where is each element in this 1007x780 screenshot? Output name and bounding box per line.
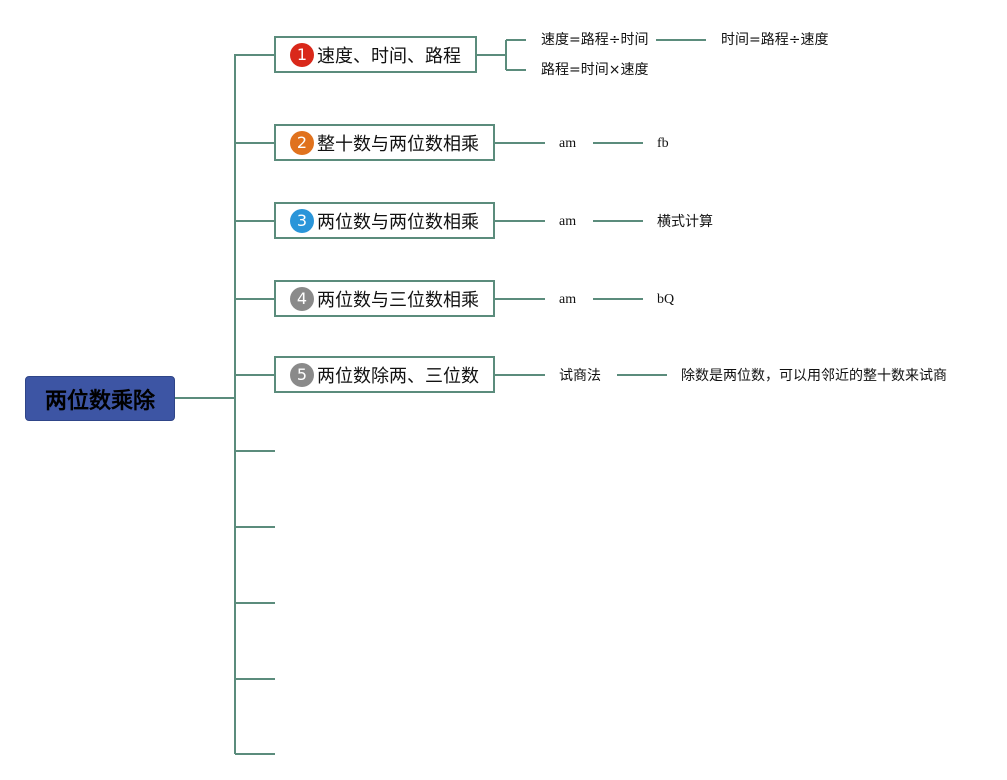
leaf-trial-quotient-rule[interactable]: 除数是两位数，可以用邻近的整十数来试商	[681, 368, 947, 384]
leaf-fb[interactable]: fb	[657, 136, 669, 151]
branch-label-4: 两位数与三位数相乘	[317, 289, 479, 311]
leaf-distance-formula[interactable]: 路程=时间×速度	[541, 62, 649, 78]
root-node[interactable]: 两位数乘除	[25, 376, 175, 421]
leaf-am-2[interactable]: am	[559, 136, 577, 151]
branch-label-3: 两位数与两位数相乘	[317, 211, 479, 233]
root-label: 两位数乘除	[44, 388, 155, 414]
leaf-am-3[interactable]: am	[559, 214, 577, 229]
number-badge-1: 1	[290, 42, 314, 67]
number-badge-4: 4	[290, 286, 314, 311]
branch-label-5: 两位数除两、三位数	[317, 365, 479, 387]
leaf-horizontal-calc[interactable]: 横式计算	[657, 214, 713, 230]
branch-node-4[interactable]: 4 两位数与三位数相乘	[274, 280, 495, 317]
branch-label-1: 速度、时间、路程	[317, 45, 461, 67]
branch-label-2: 整十数与两位数相乘	[317, 133, 479, 155]
number-badge-2: 2	[290, 130, 314, 155]
leaf-time-formula[interactable]: 时间=路程÷速度	[721, 32, 829, 48]
number-badge-3: 3	[290, 208, 314, 233]
leaf-trial-quotient[interactable]: 试商法	[559, 368, 601, 384]
leaf-speed-formula[interactable]: 速度=路程÷时间	[541, 32, 649, 48]
branch-node-3[interactable]: 3 两位数与两位数相乘	[274, 202, 495, 239]
number-badge-5: 5	[290, 362, 314, 387]
leaf-am-4[interactable]: am	[559, 292, 577, 307]
branch-node-5[interactable]: 5 两位数除两、三位数	[274, 356, 495, 393]
branch-node-1[interactable]: 1 速度、时间、路程	[274, 36, 477, 73]
branch-node-2[interactable]: 2 整十数与两位数相乘	[274, 124, 495, 161]
leaf-bq[interactable]: bQ	[657, 292, 675, 307]
